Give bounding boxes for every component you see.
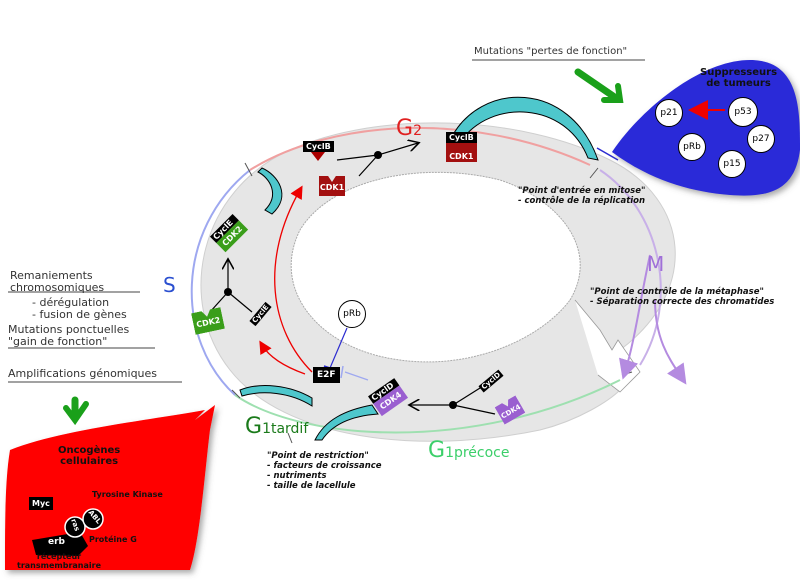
e2f-badge: E2F [313,367,340,383]
note-loss-of-function: Mutations "pertes de fonction" [474,46,628,57]
cyclin-b-label: CyclB [446,132,477,143]
checkpoint-item: - facteurs de croissance [267,461,382,471]
teal-arrow-cdk4 [314,404,379,441]
oncogene-title-line: Oncogènes [58,445,121,456]
protein-p27: p27 [747,125,775,153]
protein-p21: p21 [655,99,683,127]
ras-circle [64,516,86,538]
g1-arc [234,379,621,434]
erb-receptor-shape [32,532,88,556]
checkpoint-mitosis-entry: "Point d'entrée en mitose" - contrôle de… [518,186,645,206]
cyclin-b-cdk1-complex: CyclB CDK1 [446,132,477,162]
note-line: Mutations ponctuelles [8,323,130,336]
oncogene-title: Oncogènes cellulaires [58,445,120,467]
protein-g-label: Protéine G [89,535,137,544]
suppressor-title: Suppresseurs de tumeurs [700,67,777,89]
note-rearrangements: Remaniements chromosomiques [10,269,105,294]
phase-g1-early-label: G1précoce [428,438,510,463]
m-arrow-2 [654,299,687,385]
tyrosine-kinase-label: Tyrosine Kinase [92,490,163,499]
protein-prb: pRb [678,133,706,161]
g2-pathway [336,143,418,177]
protein-p53: p53 [728,97,758,127]
prb-inhibit-line [329,327,348,369]
teal-arrow-e2f [239,385,313,407]
green-arrow-oncogene [63,396,89,426]
note-item: - fusion de gènes [32,308,127,321]
cdk1-badge: CDK1 [319,176,345,196]
note-point-mutations: Mutations ponctuelles "gain de fonction" [8,324,129,348]
g2-arc [249,126,591,171]
checkpoint-item: - Séparation correcte des chromatides [590,297,775,307]
checkpoint-item: - taille de lacellule [267,481,356,491]
myc-badge: Myc [29,497,53,510]
phase-s-label: S [163,273,176,297]
cdk4-inhibit-line [344,371,369,381]
e2f-to-cycle-arrow [259,340,306,375]
note-line: "gain de fonction" [8,335,108,348]
receptor-line: transmembranaire [17,561,101,570]
cyclin-b-badge: CyclB [303,141,334,152]
receptor-label: récepteur transmembranaire [17,552,101,570]
checkpoint-title: "Point de restriction" [267,451,369,461]
checkpoint-title: "Point d'entrée en mitose" [518,186,646,196]
checkpoint-title: "Point de contrôle de la métaphase" [590,287,764,297]
cdk1-label: CDK1 [446,143,477,162]
e2f-to-cdk1-arrow [274,185,313,373]
teal-arrow-g2-m [449,96,599,161]
m-arrow-1 [619,254,651,380]
note-rearrangement-items: - dérégulation - fusion de gènes [32,297,127,321]
checkpoint-item: - nutriments [267,471,327,481]
phase-g2-label: G2 [396,116,422,141]
s-pathway [209,260,253,313]
teal-arrow-s-g2 [257,167,283,215]
phase-g1-late-label: G1tardif [245,414,309,439]
tumor-suppressor-blob [612,60,800,196]
g1-pathway [410,382,496,415]
checkpoint-metaphase: "Point de contrôle de la métaphase" - Sé… [590,287,774,307]
abl-circle [82,508,104,530]
prb-node: pRb [338,300,366,328]
note-amplifications: Amplifications génomiques [8,367,158,380]
protein-p15: p15 [718,150,746,178]
suppressor-title-line: Suppresseurs [700,67,778,78]
checkpoint-item: - contrôle de la réplication [518,196,646,206]
note-item: - dérégulation [32,296,110,309]
receptor-line: récepteur [36,552,82,561]
cyclin-b-triangle [311,152,325,161]
green-arrow-suppressor [574,68,624,103]
m-arc [599,169,662,366]
s-arc [190,169,251,396]
checkpoint-restriction: "Point de restriction" - facteurs de cro… [267,451,382,491]
suppressor-title-line: de tumeurs [706,78,771,89]
erb-label: erb [48,537,65,547]
oncogene-blob [5,405,215,570]
phase-m-label: M [647,252,665,276]
oncogene-title-line: cellulaires [60,456,119,467]
